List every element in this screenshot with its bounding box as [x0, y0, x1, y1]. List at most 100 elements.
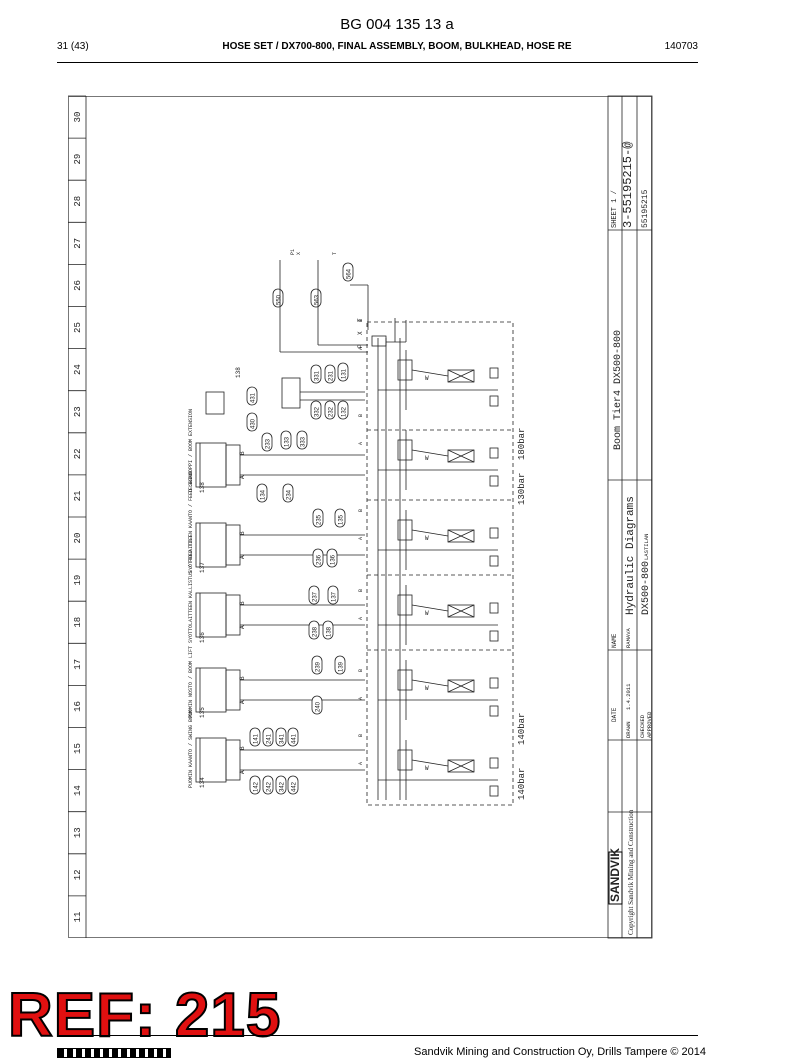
hose-number: 135: [339, 514, 345, 525]
frame-column-number: 22: [73, 448, 83, 459]
hose-number: 142: [254, 781, 260, 792]
header-rule: [57, 62, 698, 63]
frame-column-number: 11: [73, 912, 83, 923]
hose-badge: [280, 430, 292, 450]
pressure-compensator: [489, 602, 499, 614]
spool-arrow: [447, 679, 475, 693]
hose-number: 232: [329, 406, 335, 417]
pressure-lower2-label: 140bar: [517, 713, 527, 745]
actuator-label: PUOMIN KAANTO / SWING BOOM: [188, 710, 194, 788]
frame-column-number: 19: [73, 575, 83, 586]
top-port-label: X: [357, 331, 364, 335]
hose-badge: [337, 400, 349, 420]
hose-number: 132: [342, 406, 348, 417]
copyright-note: Copyright Sandvik Mining and Constructio…: [627, 809, 635, 935]
hose-badge: [327, 585, 339, 605]
spool-arrow: [447, 529, 475, 543]
replaces-label: LASTILAN: [643, 534, 650, 560]
actuator-valve: [225, 444, 241, 486]
approved-label: APPROVED: [646, 711, 653, 738]
sandvik-logo-box: [608, 851, 623, 905]
port-b-label: B: [358, 589, 364, 592]
actuator-number: 136: [199, 632, 206, 643]
hose-badge: [326, 548, 338, 568]
hose-badge: [275, 775, 287, 795]
frame-column-number: 12: [73, 869, 83, 880]
hose-badge: [262, 775, 274, 795]
relief-valve: [489, 555, 499, 567]
hose-badge: [334, 655, 346, 675]
hose-badge: [337, 362, 349, 382]
spool-arrow: [447, 449, 475, 463]
relief-valve: [489, 785, 499, 797]
page-number: 31 (43): [57, 41, 89, 52]
hose-badge: [334, 508, 346, 528]
relief-valve: [489, 705, 499, 717]
hose-badge: [308, 620, 320, 640]
port-a-label: A: [358, 697, 364, 700]
drawn-name: RAMAVA: [625, 627, 632, 648]
title-block: [607, 95, 653, 939]
pressure-compensator: [489, 447, 499, 459]
frame-column-number: 24: [73, 364, 83, 375]
valve-block-outline: [366, 321, 514, 806]
actuator-number: 138: [199, 482, 206, 493]
frame-column-number: 20: [73, 533, 83, 544]
actuator-number: 135: [199, 707, 206, 718]
frame-column-number: 15: [73, 743, 83, 754]
actuator-port-a: A: [239, 770, 246, 774]
frame-column-number: 13: [73, 827, 83, 838]
pressure-compensator: [489, 367, 499, 379]
relief-valve: [489, 395, 499, 407]
frame-column-number: 21: [73, 491, 83, 502]
hose-badge: [311, 695, 323, 715]
actuator-port-a: A: [239, 555, 246, 559]
inlet-filter: [371, 335, 387, 347]
port-b-label: B: [358, 669, 364, 672]
actuator-port-b: B: [239, 746, 246, 750]
lock-actuator: [205, 391, 225, 415]
actuator-port-b: B: [239, 676, 246, 680]
supply-tag: T: [332, 252, 338, 255]
hose-badge: [310, 400, 322, 420]
frame-column-number: 28: [73, 196, 83, 207]
frame-column-number: 14: [73, 785, 83, 796]
hose-number: 235: [317, 514, 323, 525]
frame-column-number: 16: [73, 701, 83, 712]
frame-column-number: 30: [73, 112, 83, 123]
hose-badge: [287, 775, 299, 795]
hose-number: 237: [313, 591, 319, 602]
internal-line: [411, 759, 449, 767]
actuator-label: PUOMIN NOSTO / BOOM LIFT: [188, 646, 194, 718]
actuator-number: 137: [199, 562, 206, 573]
hose-number: 333: [301, 436, 307, 447]
document-id: BG 004 135 13 a: [340, 16, 454, 33]
actuator-label: SYOTTOLAITTEEN KALLISTUS / FEED TILT: [188, 535, 194, 643]
spool-arrow: [447, 369, 475, 383]
lock-valve: [281, 377, 301, 409]
hose-number: 138: [327, 626, 333, 637]
hose-badge: [296, 430, 308, 450]
drawn-date: 1.4.2011: [625, 683, 632, 710]
unit-number: 55195215: [641, 189, 650, 228]
hose-number: 139: [339, 661, 345, 672]
internal-line: [411, 369, 449, 377]
hose-badge: [249, 727, 261, 747]
footer-rule: [57, 1035, 698, 1036]
hose-number: 134: [261, 489, 267, 500]
hose-badge: [311, 655, 323, 675]
hose-number: 239: [316, 661, 322, 672]
solenoid-label: W: [425, 535, 429, 542]
hose-number: 332: [315, 406, 321, 417]
actuator-cylinder: [195, 442, 227, 488]
frame-column-number: 26: [73, 280, 83, 291]
hose-badge: [272, 288, 284, 308]
actuator-label: TELESKOOPPI / BOOM EXTENSION: [188, 409, 194, 493]
actuator-valve: [225, 594, 241, 636]
lock-actuator-number: 138: [235, 367, 242, 378]
port-a-label: A: [358, 617, 364, 620]
frame-column-number: 27: [73, 238, 83, 249]
hose-number: 131: [342, 368, 348, 379]
hose-number: 430: [251, 418, 257, 429]
hose-badge: [322, 620, 334, 640]
